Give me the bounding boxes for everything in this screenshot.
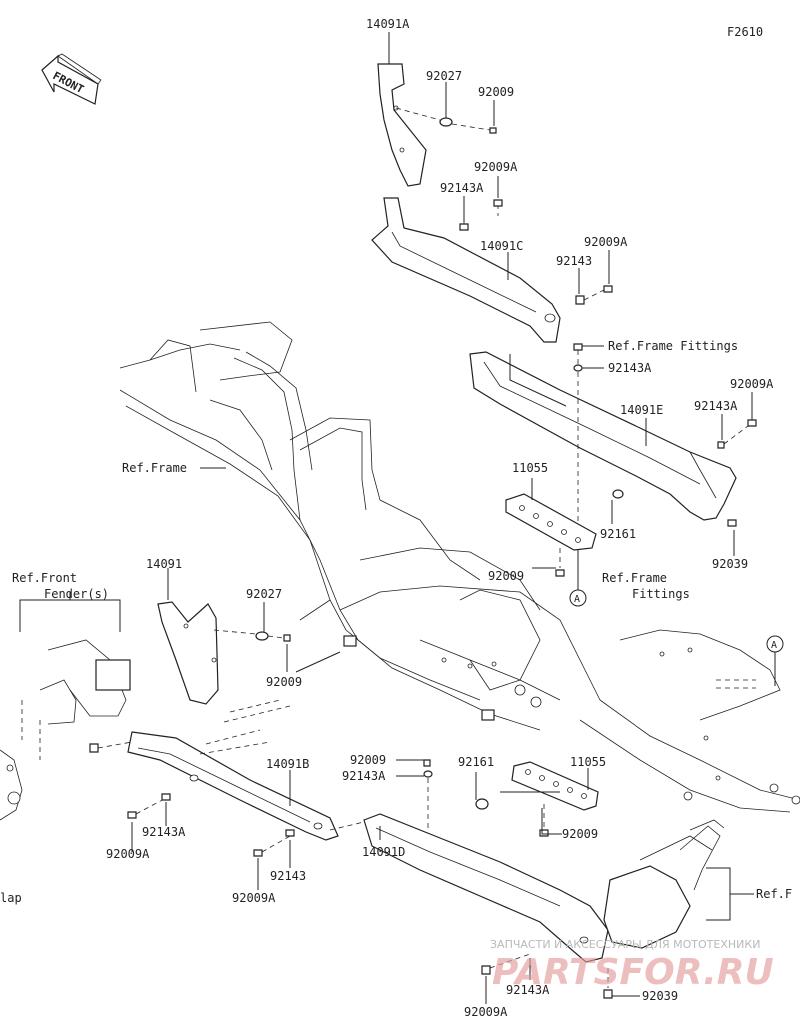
label-92009A-left2: 92009A	[232, 891, 276, 905]
watermark-caption: ЗАПЧАСТИ И АКСЕССУАРЫ ДЛЯ МОТОТЕХНИКИ	[490, 938, 760, 951]
label-92143A-left: 92143A	[142, 825, 186, 839]
label-ref-frame: Ref.Frame	[122, 461, 187, 475]
figure-id: F2610	[727, 25, 763, 39]
part-14091B-drawing	[89, 729, 339, 857]
label-14091B: 14091B	[266, 757, 309, 771]
label-92009-mid: 92009	[488, 569, 524, 583]
frame-drawing	[119, 321, 800, 813]
label-92027-top: 92027	[426, 69, 462, 83]
label-14091C: 14091C	[480, 239, 523, 253]
label-92039-right: 92039	[712, 557, 748, 571]
watermark: ЗАПЧАСТИ И АКСЕССУАРЫ ДЛЯ МОТОТЕХНИКИ PA…	[490, 938, 774, 993]
label-92161-top: 92161	[600, 527, 636, 541]
label-lap-cut: lap	[0, 891, 22, 905]
label-92143-left: 92143	[270, 869, 306, 883]
label-92009-left: 92009	[266, 675, 302, 689]
part-11055-top-drawing	[505, 489, 624, 577]
label-ref-front-1: Ref.Front	[12, 571, 77, 585]
label-92009-top: 92009	[478, 85, 514, 99]
label-92143A-bot2: 92143A	[506, 983, 550, 997]
label-14091D: 14091D	[362, 845, 405, 859]
label-ref-frame-fittings-right-2: Fittings	[632, 587, 690, 601]
label-92143A-2: 92143A	[608, 361, 652, 375]
label-92009A-2: 92009A	[584, 235, 628, 249]
label-ref-f-cut: Ref.F	[756, 887, 792, 901]
label-ref-front-2: Fender(s)	[44, 587, 109, 601]
callout-a-marker	[569, 589, 587, 607]
label-92027-left: 92027	[246, 587, 282, 601]
part-14091-drawing	[157, 601, 291, 723]
part-14091C-drawing	[371, 197, 613, 343]
label-92161-bot: 92161	[458, 755, 494, 769]
label-ref-frame-fittings-right-1: Ref.Frame	[602, 571, 667, 585]
callout-a-label-right: A	[771, 640, 777, 651]
label-92009A-bot: 92009A	[464, 1005, 508, 1019]
label-ref-frame-fittings-top: Ref.Frame Fittings	[608, 339, 738, 353]
part-14091D-drawing	[329, 813, 613, 999]
label-92143A-bot: 92143A	[342, 769, 386, 783]
watermark-logo: PARTSFOR.RU	[492, 952, 774, 993]
label-92009-bot2: 92009	[562, 827, 598, 841]
label-92009A-1: 92009A	[474, 160, 518, 174]
part-14091A-drawing	[377, 63, 497, 187]
front-arrow-icon: FRONT	[41, 53, 102, 105]
front-fender-ref-drawing	[0, 592, 131, 821]
label-92143A-3: 92143A	[694, 399, 738, 413]
label-11055-top: 11055	[512, 461, 548, 475]
label-92009A-left: 92009A	[106, 847, 150, 861]
label-92143A-1: 92143A	[440, 181, 484, 195]
label-92143-1: 92143	[556, 254, 592, 268]
label-92039-bot: 92039	[642, 989, 678, 1003]
label-11055-bot: 11055	[570, 755, 606, 769]
callout-a-label: A	[574, 594, 580, 605]
label-14091: 14091	[146, 557, 182, 571]
ref-f-rack-drawing	[603, 819, 754, 949]
label-92009-bot: 92009	[350, 753, 386, 767]
part-11055-bottom-drawing	[423, 759, 599, 837]
label-92009A-3: 92009A	[730, 377, 774, 391]
label-14091E: 14091E	[620, 403, 663, 417]
label-14091A: 14091A	[366, 17, 410, 31]
